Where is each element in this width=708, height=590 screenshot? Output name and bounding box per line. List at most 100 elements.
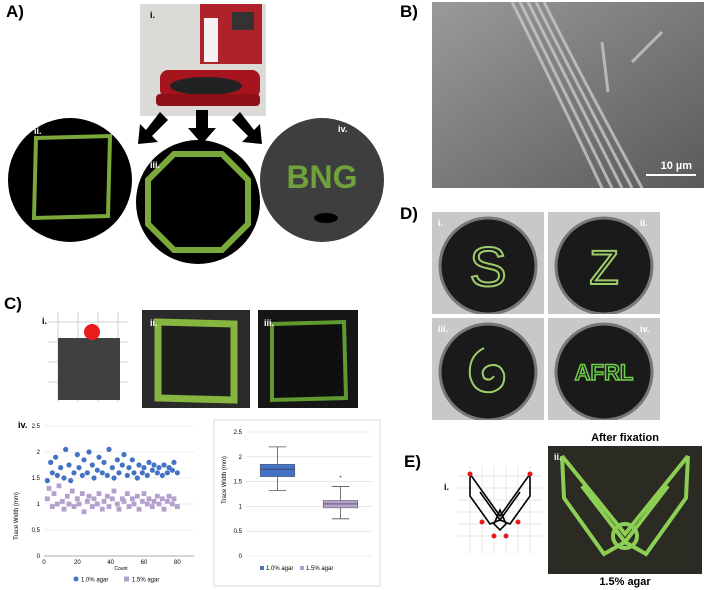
scatter-point-15 xyxy=(129,496,135,502)
scatter-point-15 xyxy=(96,491,102,496)
box-ylabel: Trace Width (mm) xyxy=(222,456,228,504)
scatter-point-15 xyxy=(111,488,117,494)
scatter-point-15 xyxy=(166,493,172,499)
scatter-point-15 xyxy=(146,496,152,502)
box-ytick-label: 2 xyxy=(239,455,243,461)
scatter-point-10 xyxy=(156,465,162,471)
scatter-ytick-label: 2 xyxy=(37,450,41,456)
box-legend: 1.0% agar 1.5% agar xyxy=(260,566,333,572)
scatter-point-15 xyxy=(134,493,140,499)
scatter-point-15 xyxy=(149,504,155,509)
panel-a-label: A) xyxy=(6,2,24,21)
scatter-point-15 xyxy=(59,499,65,504)
scatter-ytick-label: 0.5 xyxy=(32,528,41,534)
panel-e-sub-i: i. xyxy=(444,482,450,492)
panel-c-sub-ii: ii. xyxy=(150,318,158,328)
box-outlier xyxy=(339,475,342,478)
scatter-point-10 xyxy=(121,452,127,458)
arrow-right-icon xyxy=(232,112,262,144)
scatter-point-10 xyxy=(139,470,145,476)
nozzle-schematic xyxy=(48,312,128,402)
logo-schematic xyxy=(458,466,542,554)
scatter-ytick-label: 1.5 xyxy=(32,476,41,482)
scatter-xtick-label: 60 xyxy=(141,560,148,566)
panel-d-sub-ii: ii. xyxy=(640,218,648,228)
scatter-point-10 xyxy=(71,470,77,476)
panel-d-sub-i: i. xyxy=(438,218,444,228)
scatter-point-10 xyxy=(106,446,112,452)
scatter-xtick-label: 80 xyxy=(174,560,181,566)
scatter-point-15 xyxy=(99,506,105,512)
dish-letter-z: Z xyxy=(589,242,618,295)
scatter-point-10 xyxy=(161,462,167,468)
panel-e-sub-ii: ii. xyxy=(554,452,562,462)
scatter-point-15 xyxy=(139,499,145,504)
scatter-point-15 xyxy=(81,509,87,515)
scatter-point-10 xyxy=(159,472,165,478)
scatter-xtick-label: 0 xyxy=(42,560,46,566)
box-ytick-label: 1 xyxy=(239,504,243,510)
scatter-point-10 xyxy=(63,446,69,452)
box-iqr xyxy=(259,463,296,477)
scatter-point-10 xyxy=(144,472,150,478)
scatter-point-10 xyxy=(141,465,147,471)
print-square-circle xyxy=(8,118,132,242)
scatter-legend: 1.0% agar 1.5% agar xyxy=(73,576,159,584)
scatter-point-15 xyxy=(84,499,90,504)
square-print-photo-ii xyxy=(142,310,250,408)
scatter-point-15 xyxy=(74,496,80,502)
scatter-xtick-label: 40 xyxy=(107,560,114,566)
scatter-point-10 xyxy=(151,462,157,468)
scatter-point-10 xyxy=(149,467,155,473)
scatter-ytick-label: 0 xyxy=(37,554,41,560)
box-legend-15-label: 1.5% agar xyxy=(306,566,333,572)
panel-e-label: E) xyxy=(404,452,421,471)
box-ytick-label: 2.5 xyxy=(234,430,243,436)
spiral-icon xyxy=(468,347,506,394)
legend-15-label: 1.5% agar xyxy=(132,578,159,584)
scatter-point-15 xyxy=(154,493,160,499)
scatter-point-15 xyxy=(116,506,122,512)
scatter-point-10 xyxy=(109,465,115,471)
scatter-point-10 xyxy=(96,454,102,460)
scatter-point-10 xyxy=(58,465,64,471)
scatter-point-15 xyxy=(101,499,107,504)
petri-dish-spiral xyxy=(432,318,544,420)
nozzle-dot-icon xyxy=(84,324,100,340)
petri-dish-afrl: AFRL xyxy=(548,318,660,420)
scatter-point-15 xyxy=(161,506,167,512)
legend-10-label: 1.0% agar xyxy=(81,578,108,584)
scatter-point-15 xyxy=(56,483,62,489)
scatter-point-10 xyxy=(114,457,120,463)
box-chart: 00.511.522.5 Trace Width (mm) 1.0% agar … xyxy=(213,419,381,587)
scatter-point-15 xyxy=(91,496,97,502)
box-ytick-label: 0.5 xyxy=(234,529,243,535)
scatter-point-15 xyxy=(46,486,52,491)
panel-d-label: D) xyxy=(400,204,418,223)
printer-photo xyxy=(140,4,266,116)
scatter-point-10 xyxy=(119,462,125,468)
print-octagon-circle xyxy=(136,140,260,264)
scatter-point-15 xyxy=(119,496,125,502)
panel-d-sub-iii: iii. xyxy=(438,324,449,334)
scatter-point-10 xyxy=(53,454,59,460)
panel-a-sub-ii: ii. xyxy=(34,126,42,136)
arrow-down-icon xyxy=(188,110,216,144)
printer-drawing xyxy=(140,4,266,116)
arrows xyxy=(138,110,262,144)
scatter-point-15 xyxy=(171,496,177,502)
scatter-point-15 xyxy=(49,504,55,509)
scatter-point-10 xyxy=(49,470,55,476)
logo-print-photo xyxy=(548,446,702,574)
panel-c-sub-iv: iv. xyxy=(18,420,28,430)
scatter-point-15 xyxy=(159,496,165,502)
scatter-point-15 xyxy=(89,504,95,509)
panel-a-sub-iv: iv. xyxy=(338,124,348,134)
square-print-photo-iii xyxy=(258,310,358,408)
agar-caption: 1.5% agar xyxy=(599,576,651,588)
scatter-point-15 xyxy=(164,499,170,504)
scatter-point-15 xyxy=(76,501,82,507)
legend-10-marker xyxy=(73,576,79,582)
scatter-point-10 xyxy=(61,475,67,481)
